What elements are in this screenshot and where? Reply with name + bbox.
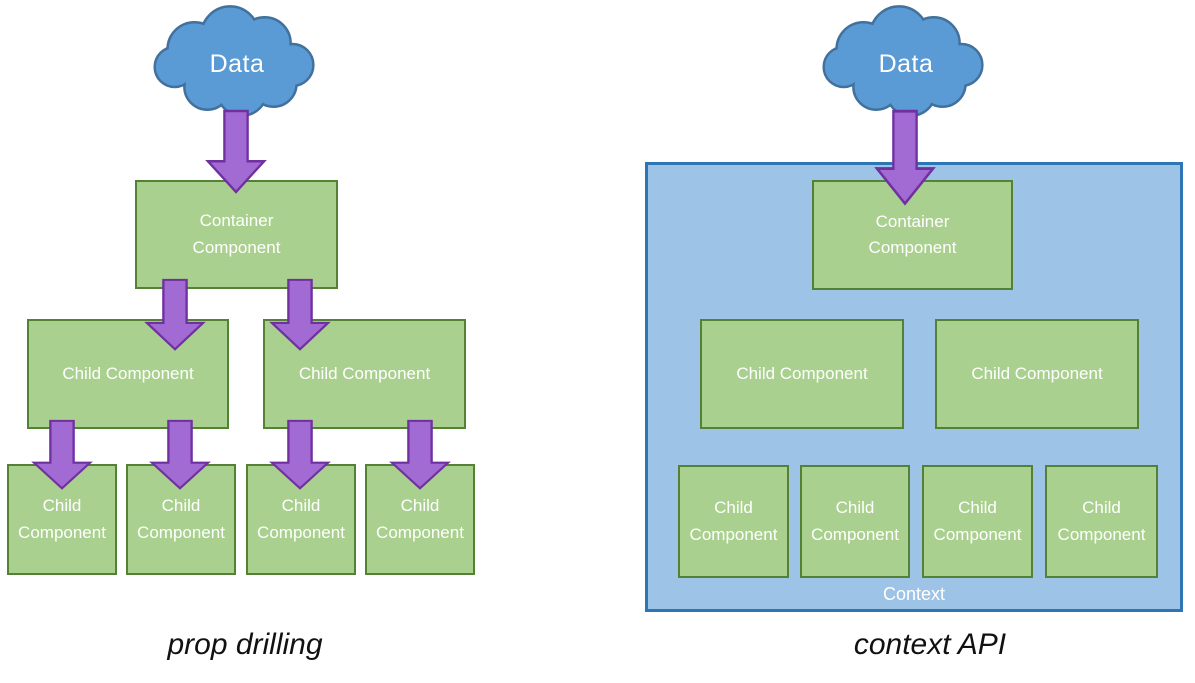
cloud-icon <box>153 5 315 117</box>
leaf-component-box-left-3: Child Component <box>246 464 356 575</box>
leaf-component-box-right-3: Child Component <box>922 465 1033 578</box>
container-component-box-left: Container Component <box>135 180 338 289</box>
box-label: Container Component <box>868 211 957 257</box>
child-component-box-right-1: Child Component <box>700 319 904 429</box>
box-label: Child Component <box>18 496 106 542</box>
leaf-component-box-right-1: Child Component <box>678 465 789 578</box>
down-arrow-icon <box>149 419 211 490</box>
caption-prop-drilling: prop drilling <box>167 628 323 661</box>
context-label: Context <box>882 584 946 604</box>
box-label: Child Component <box>257 496 345 542</box>
leaf-component-box-right-4: Child Component <box>1045 465 1158 578</box>
box-label: Child Component <box>298 363 431 383</box>
down-arrow-icon <box>144 278 206 351</box>
container-component-box-right: Container Component <box>812 180 1013 290</box>
box-label: Child Component <box>376 496 464 542</box>
box-label: Child Component <box>137 496 225 542</box>
down-arrow-icon <box>874 109 936 206</box>
box-label: Child Component <box>933 498 1022 544</box>
down-arrow-icon <box>205 109 267 194</box>
child-component-box-left-1: Child Component <box>27 319 229 429</box>
caption-context-api: context API <box>853 628 1007 661</box>
down-arrow-icon <box>269 419 331 490</box>
down-arrow-icon <box>31 419 93 490</box>
child-component-box-right-2: Child Component <box>935 319 1139 429</box>
cloud-icon <box>822 5 984 117</box>
box-label: Child Component <box>971 363 1103 383</box>
cloud-label: Data <box>878 49 934 78</box>
box-label: Child Component <box>689 498 778 544</box>
box-label: Child Component <box>736 363 868 383</box>
box-label: Container Component <box>192 211 281 257</box>
down-arrow-icon <box>389 419 451 490</box>
data-cloud-left: Data <box>148 5 326 123</box>
box-label: Child Component <box>1057 498 1146 544</box>
down-arrow-icon <box>269 278 331 351</box>
box-label: Child Component <box>62 363 194 383</box>
leaf-component-box-right-2: Child Component <box>800 465 910 578</box>
box-label: Child Component <box>811 498 899 544</box>
cloud-label: Data <box>209 49 265 78</box>
data-cloud-right: Data <box>817 5 995 123</box>
